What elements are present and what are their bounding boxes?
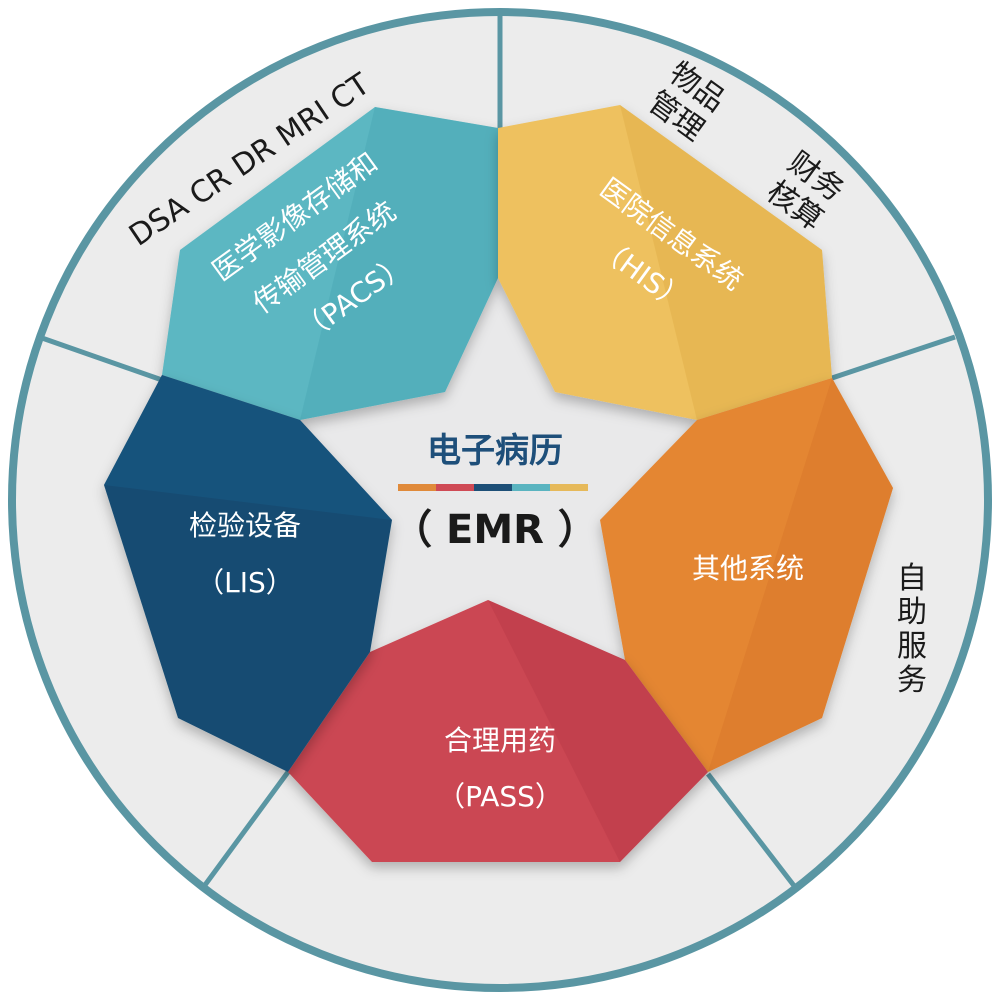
stripe-red — [436, 484, 474, 491]
segment-pass[interactable] — [288, 600, 708, 862]
divider-bottom-left — [202, 770, 291, 887]
stripe-teal — [512, 484, 550, 491]
center-title: 电子病历 — [427, 431, 563, 471]
ring-dividers — [41, 12, 956, 889]
self-service-label: 自 助 服 务 — [897, 561, 927, 698]
center-subtitle: （ EMR ） — [392, 507, 598, 553]
segment-other[interactable] — [600, 378, 893, 772]
center-stripe — [398, 484, 588, 491]
self-service-char-4: 务 — [897, 663, 927, 698]
stripe-orange — [398, 484, 436, 491]
segment-pass-facet — [488, 600, 708, 862]
self-service-char-3: 服 — [897, 629, 927, 664]
segment-his-facet — [620, 105, 832, 420]
self-service-char-1: 自 — [897, 561, 927, 596]
lis-line1: 检验设备 — [189, 509, 301, 542]
divider-left — [41, 335, 163, 383]
pass-line2: （PASS） — [437, 780, 563, 813]
divider-right — [831, 334, 956, 381]
stripe-yellow — [550, 484, 588, 491]
segment-other-facet — [708, 378, 893, 772]
segment-lis[interactable] — [104, 375, 392, 772]
segment-lis-facet — [104, 375, 392, 520]
segment-his[interactable] — [498, 105, 832, 420]
stripe-navy — [474, 484, 512, 491]
other-line1: 其他系统 — [692, 552, 804, 585]
lis-line2: （LIS） — [196, 566, 294, 599]
divider-bottom-right — [706, 772, 797, 889]
pass-line1: 合理用药 — [444, 724, 556, 757]
segment-pacs[interactable] — [162, 107, 498, 420]
segment-pacs-facet — [300, 107, 498, 420]
self-service-char-2: 助 — [897, 595, 927, 630]
